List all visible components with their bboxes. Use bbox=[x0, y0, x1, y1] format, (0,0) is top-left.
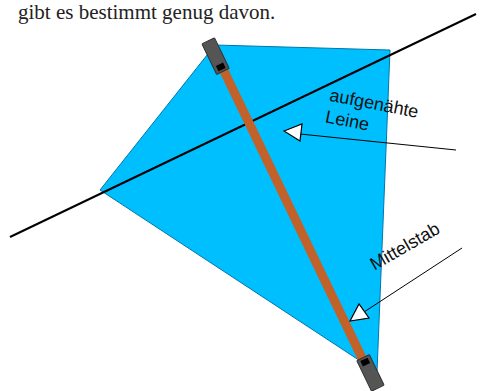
leader-line bbox=[300, 134, 456, 150]
page-text: gibt es bestimmt genug davon. bbox=[18, 0, 275, 25]
rod-cap-top bbox=[202, 38, 229, 75]
rod-cap-bottom bbox=[357, 355, 384, 391]
sewn-line bbox=[10, 14, 476, 237]
leader-arrowhead bbox=[350, 304, 369, 321]
leader-arrowhead bbox=[284, 124, 302, 141]
